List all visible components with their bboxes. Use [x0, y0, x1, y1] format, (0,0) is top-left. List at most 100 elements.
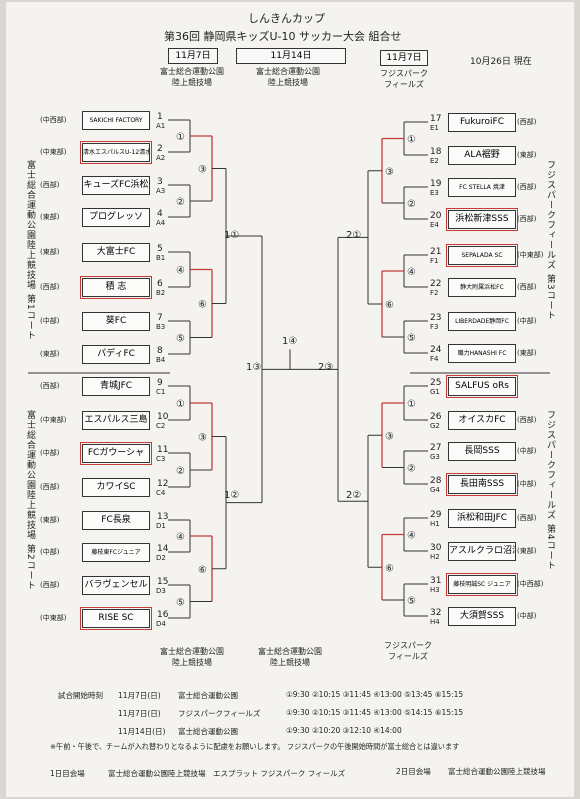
team-number: 2	[157, 144, 163, 154]
team-seed: G4	[430, 486, 440, 494]
team-region: (西部)	[517, 283, 537, 291]
team-region: (中西部)	[40, 116, 67, 124]
court-label-3: フジスパークフィールズ 第3コート	[545, 160, 555, 321]
team-name-box: SAKICHI FACTORY	[82, 111, 150, 130]
day1-venues: 富士総合運動公園陸上競技場 エスプラット フジスパーク フィールズ	[108, 769, 346, 778]
match-number: ⑥	[385, 563, 394, 574]
team-region: (中東部)	[40, 416, 67, 424]
team-number: 29	[430, 510, 442, 520]
team-name-box: FC長泉	[82, 511, 150, 530]
team-name-box: RISE SC	[80, 607, 152, 630]
start-time-label: 試合開始時刻	[58, 691, 103, 700]
team-name-box: キューズFC浜松	[82, 176, 150, 195]
line3-venue: 富士総合運動公園	[178, 727, 238, 736]
match-number: ⑤	[407, 333, 416, 344]
team-name-box: 職力HANASHI FC	[448, 344, 516, 363]
team-name-box: 清水エスパルスU-12清水	[80, 141, 152, 164]
team-number: 18	[430, 147, 442, 157]
team-name-box: FCガウーシャ	[80, 442, 152, 465]
team-number: 6	[157, 279, 163, 289]
day2-label: 2日目会場	[396, 767, 431, 776]
team-number: 19	[430, 179, 442, 189]
team-seed: A2	[156, 154, 166, 162]
date-right: 11月7日	[380, 50, 428, 66]
team-number: 17	[430, 114, 442, 124]
court-label-4: フジスパークフィールズ 第4コート	[545, 410, 555, 571]
team-name-box: 葵FC	[82, 312, 150, 331]
team-region: (中部)	[40, 317, 60, 325]
team-seed: E1	[430, 124, 439, 132]
team-region: (中東部)	[517, 251, 544, 259]
team-number: 21	[430, 247, 442, 257]
team-name-box: バラヴェンセル	[82, 576, 150, 595]
team-number: 4	[157, 209, 163, 219]
team-seed: D2	[156, 554, 166, 562]
line2-times: ①9:30 ②10:15 ③11:45 ④13:00 ⑤14:15 ⑥15:15	[286, 708, 464, 717]
team-region: (西部)	[517, 215, 537, 223]
court-label-1: 富士総合運動公園陸上競技場 第1コート	[25, 160, 35, 341]
team-seed: D3	[156, 587, 166, 595]
team-region: (中部)	[517, 317, 537, 325]
line1-venue: 富士総合運動公園	[178, 691, 238, 700]
team-name-box: アスルクラロ沼津	[448, 542, 516, 561]
team-name-box: 浜松和田JFC	[448, 509, 516, 528]
team-seed: H4	[430, 618, 440, 626]
team-region: (東部)	[40, 516, 60, 524]
footer-note: ※午前・午後で、チームが入れ替わりとなるように配慮をお願いします。 フジスパーク…	[50, 742, 460, 751]
team-seed: G3	[430, 453, 440, 461]
team-seed: C4	[156, 489, 166, 497]
team-seed: G2	[430, 422, 440, 430]
team-region: (西部)	[517, 416, 537, 424]
team-region: (中東部)	[40, 148, 67, 156]
team-name-box: SEPALADA SC	[446, 244, 518, 267]
team-number: 8	[157, 346, 163, 356]
date-center: 11月14日	[236, 48, 346, 64]
team-seed: E4	[430, 221, 439, 229]
match-number: ①	[176, 399, 185, 410]
match-number: ②	[407, 199, 416, 210]
team-number: 10	[157, 412, 169, 422]
team-number: 28	[430, 476, 442, 486]
team-region: (西部)	[40, 283, 60, 291]
line2-venue: フジスパークフィールズ	[178, 709, 261, 718]
team-seed: C1	[156, 388, 166, 396]
team-seed: H1	[430, 520, 440, 528]
semi-left: 1③	[246, 362, 262, 373]
team-name-box: 藤枝明誠SC ジュニア	[446, 573, 518, 596]
match-number: ④	[176, 532, 185, 543]
match-number: ④	[176, 266, 185, 277]
team-name-box: 大須賀SSS	[448, 607, 516, 626]
match-number: ①	[407, 399, 416, 410]
team-seed: G1	[430, 388, 440, 396]
team-region: (西部)	[517, 183, 537, 191]
match-number: ⑥	[198, 565, 207, 576]
team-number: 24	[430, 345, 442, 355]
final-match: 1④	[282, 336, 298, 347]
cup-name: しんきんカップ	[248, 12, 325, 25]
team-number: 16	[157, 610, 169, 620]
team-region: (東部)	[40, 248, 60, 256]
team-region: (東部)	[40, 213, 60, 221]
match-number: ④	[407, 531, 416, 542]
team-region: (中部)	[517, 480, 537, 488]
date-left: 11月7日	[168, 48, 218, 64]
team-name-box: 浜松新津SSS	[446, 208, 518, 231]
match-number: ②	[176, 466, 185, 477]
team-region: (中部)	[40, 548, 60, 556]
team-name-box: 静大附属浜松FC	[448, 278, 516, 297]
match-number: ⑥	[385, 300, 394, 311]
team-number: 11	[157, 445, 169, 455]
line2-date: 11月7日(日)	[118, 709, 161, 718]
team-number: 25	[430, 378, 442, 388]
team-seed: D4	[156, 620, 166, 628]
team-number: 32	[430, 608, 442, 618]
team-seed: H3	[430, 586, 440, 594]
team-number: 5	[157, 244, 163, 254]
team-seed: B4	[156, 356, 166, 364]
team-number: 22	[430, 279, 442, 289]
day1-label: 1日目会場	[50, 769, 85, 778]
match-number: ④	[407, 267, 416, 278]
team-number: 13	[157, 512, 169, 522]
team-name-box: FukuroiFC	[448, 113, 516, 132]
